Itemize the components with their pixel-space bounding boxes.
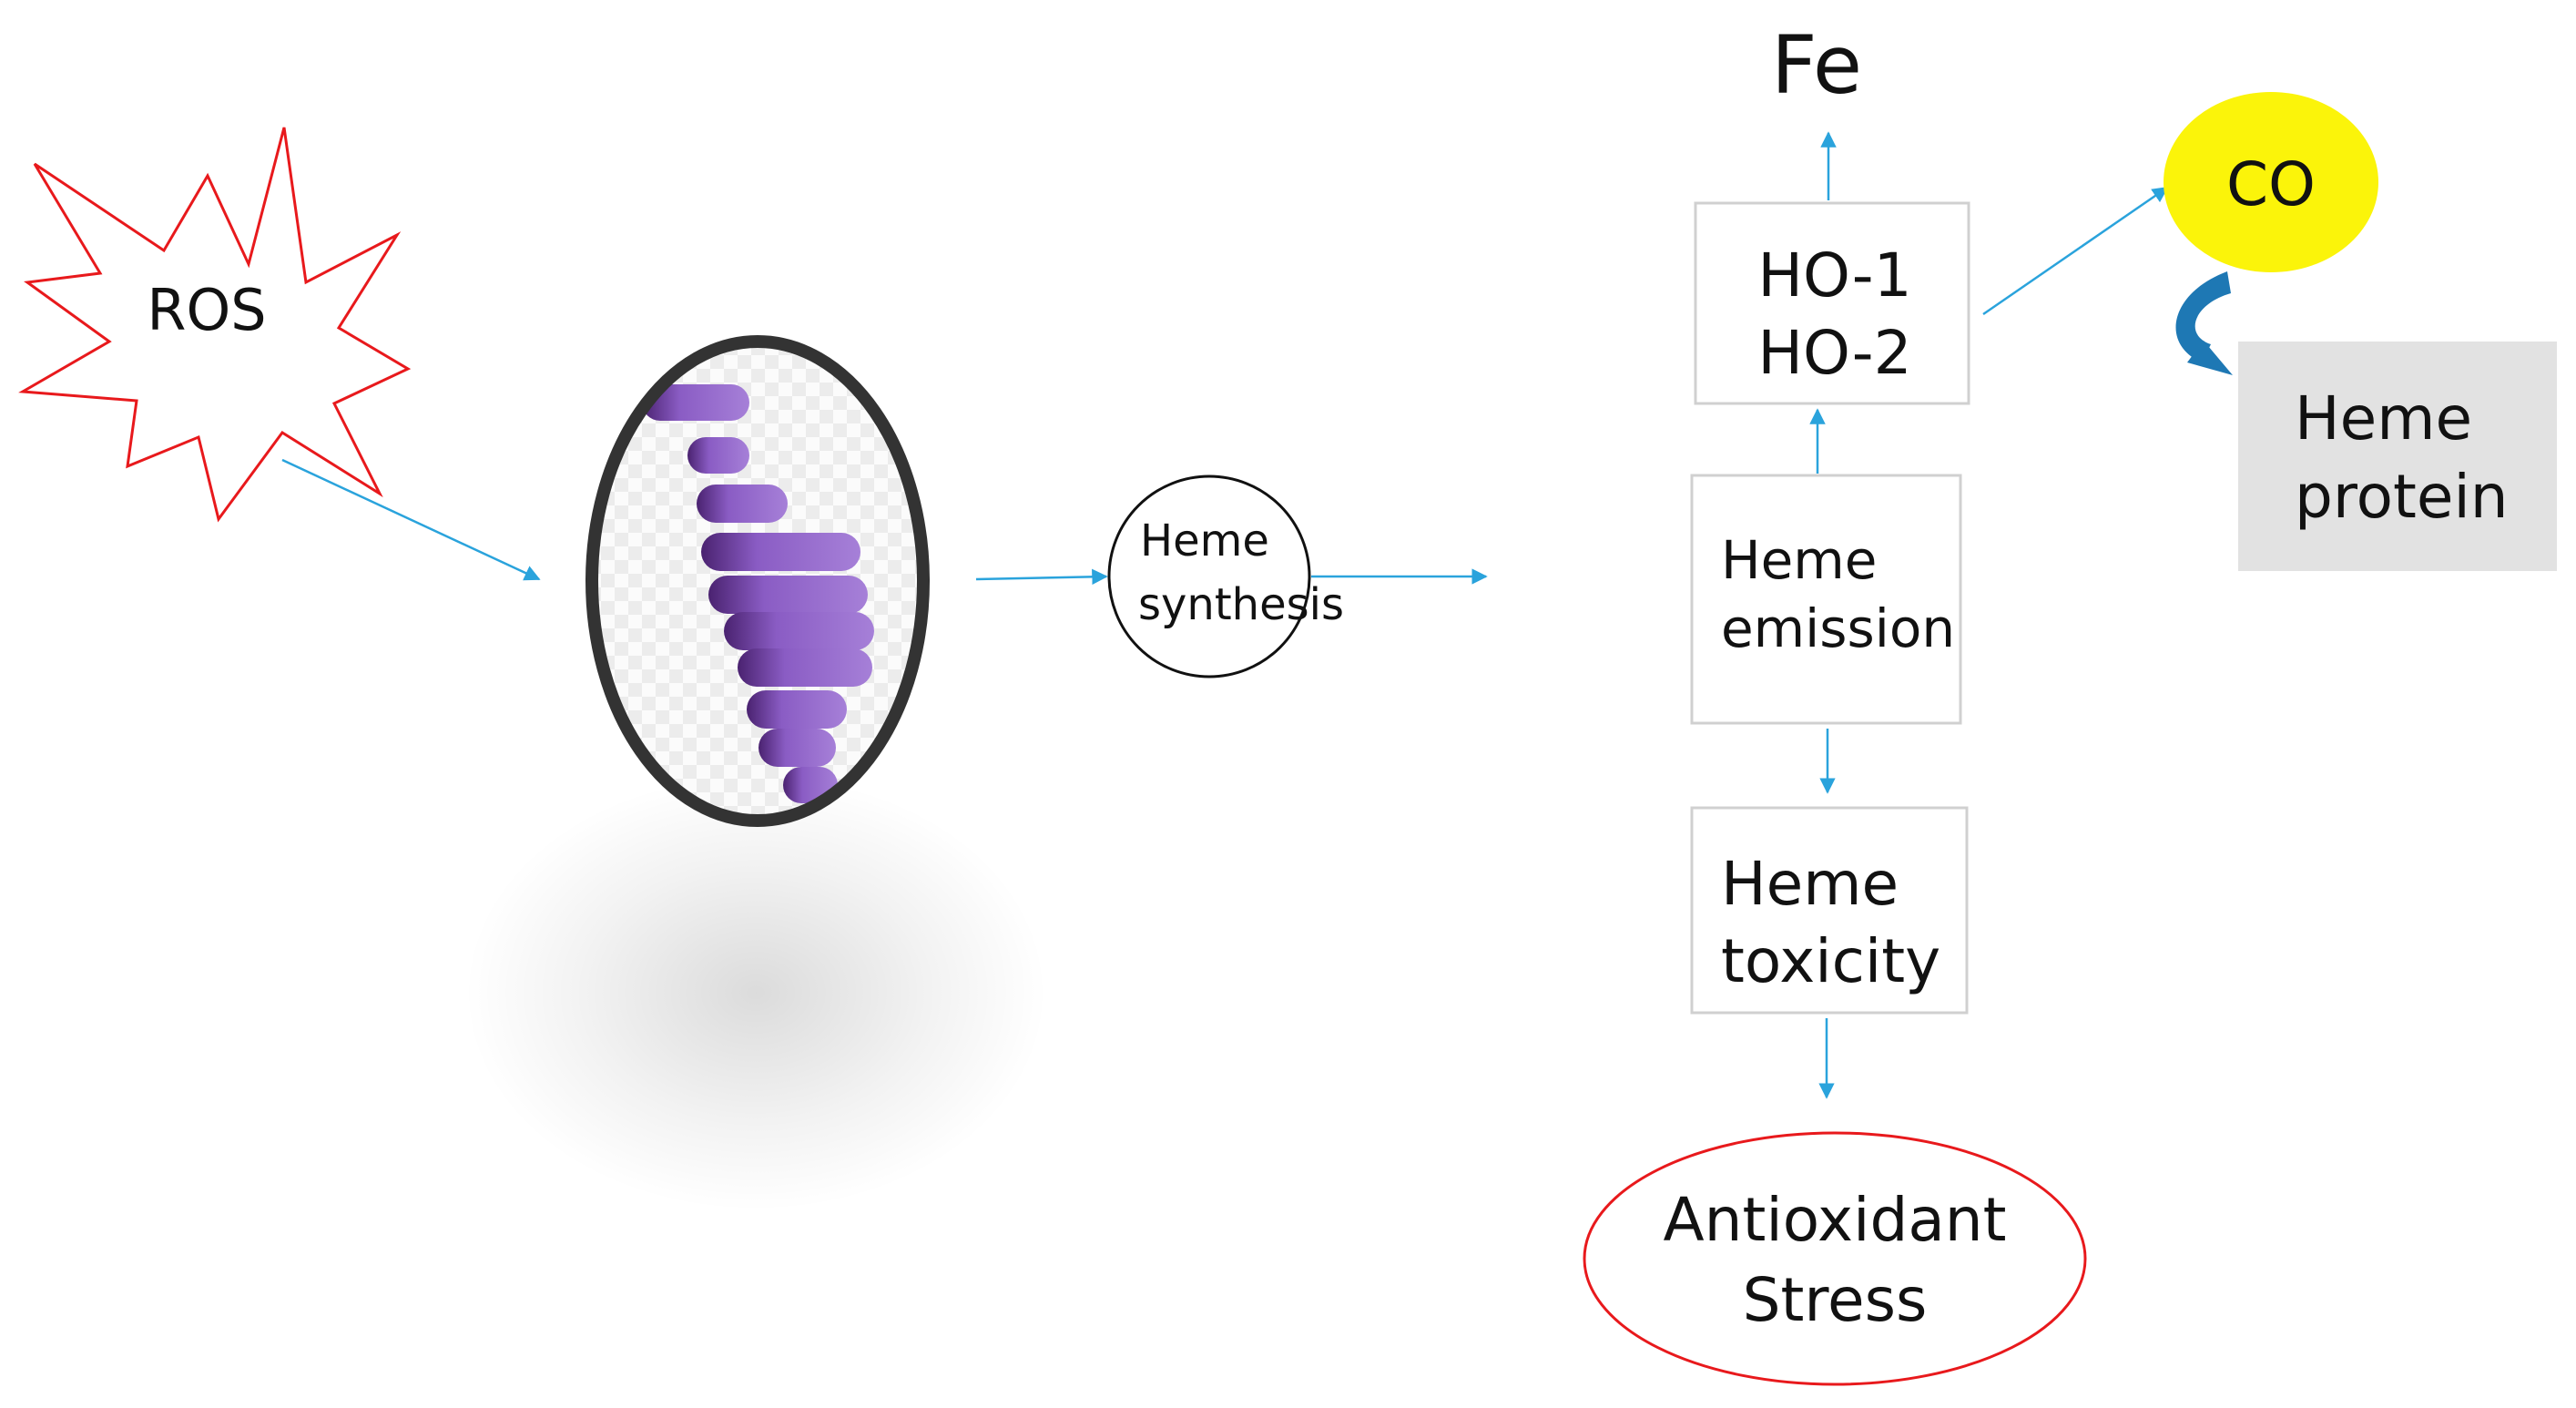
- antioxidant-stress-line1: Antioxidant: [1664, 1185, 2007, 1255]
- heme-toxicity-line1: Heme: [1721, 849, 1899, 919]
- co-label: CO: [2226, 149, 2316, 219]
- heme-toxicity-line2: toxicity: [1721, 926, 1940, 996]
- heme-synthesis-line1: Heme: [1140, 515, 1269, 566]
- co-node: CO: [2164, 92, 2378, 272]
- heme-emission-box: Heme emission: [1690, 474, 1962, 725]
- heme-protein-box: Heme protein: [2238, 342, 2557, 571]
- fe-label: Fe: [1771, 18, 1862, 112]
- mitochondrion-outline: [585, 335, 930, 827]
- mitochondrion-shadow: [464, 774, 1047, 1211]
- heme-synthesis-line2: synthesis: [1138, 579, 1344, 630]
- heme-protein-line2: protein: [2295, 462, 2509, 532]
- heme-emission-line1: Heme: [1721, 529, 1877, 591]
- heme-emission-line2: emission: [1721, 597, 1955, 659]
- ho-1-label: HO-1: [1757, 240, 1911, 311]
- arrow-mitochondrion-to-heme-synthesis: [975, 568, 1108, 586]
- ros-star-shape: [18, 127, 412, 523]
- curved-arrow-icon: [2175, 271, 2233, 375]
- arrow-ros-to-mitochondrion: [281, 458, 541, 581]
- mitochondrion-icon: [464, 335, 1047, 1211]
- heme-synthesis-node: Heme synthesis: [1107, 474, 1344, 678]
- ho-enzymes-box: HO-1 HO-2: [1694, 201, 1970, 405]
- ho-2-label: HO-2: [1757, 318, 1911, 388]
- antioxidant-stress-node: Antioxidant Stress: [1583, 1131, 2087, 1386]
- mitochondrion-cristae: [642, 384, 874, 803]
- heme-toxicity-box: Heme toxicity: [1690, 806, 1969, 1015]
- arrow-ho-to-co: [1982, 186, 2169, 316]
- heme-protein-line1: Heme: [2295, 383, 2472, 454]
- ros-burst: ROS: [18, 127, 412, 523]
- antioxidant-stress-line2: Stress: [1743, 1265, 1928, 1335]
- ros-label: ROS: [147, 277, 266, 343]
